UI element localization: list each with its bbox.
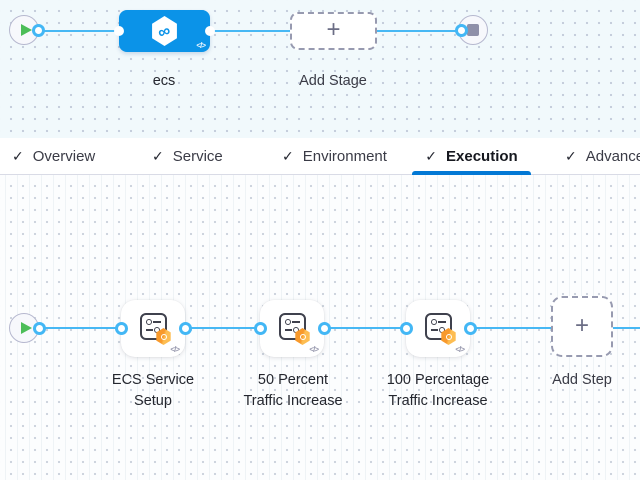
step-port[interactable]	[318, 322, 331, 335]
check-icon: ✓	[152, 147, 164, 164]
plus-icon: +	[326, 16, 341, 43]
step-port[interactable]	[115, 322, 128, 335]
tab-service[interactable]: ✓ Service	[152, 147, 223, 165]
stage-right-port[interactable]	[205, 26, 215, 36]
tab-environment[interactable]: ✓ Environment	[282, 147, 387, 165]
step-label: ECS Service Setup	[111, 372, 195, 409]
check-icon: ✓	[565, 147, 577, 164]
step-connector-line	[39, 327, 640, 329]
stage-config-tabbar: ✓ Overview ✓ Service ✓ Environment ✓ Exe…	[0, 138, 640, 175]
step-50-percent-traffic-increase[interactable]: </>	[260, 300, 324, 357]
step-port[interactable]	[400, 322, 413, 335]
stage-graph-canvas: ∞ </> ecs + Add Stage	[0, 0, 640, 138]
code-icon: </>	[309, 345, 319, 354]
code-icon: </>	[170, 345, 180, 354]
play-icon	[20, 24, 32, 36]
rollout-badge-icon	[156, 328, 171, 345]
code-icon: </>	[455, 345, 465, 354]
step-port[interactable]	[464, 322, 477, 335]
infinity-glyph: ∞	[155, 20, 174, 42]
add-step-label: Add Step	[552, 372, 612, 388]
tab-execution[interactable]: ✓ Execution	[412, 138, 531, 175]
stage-connector-line	[38, 30, 461, 32]
tab-advanced[interactable]: ✓ Advanced	[565, 147, 640, 165]
rollout-badge-icon	[295, 328, 310, 345]
step-label: 50 Percent Traffic Increase	[243, 372, 343, 409]
add-stage-label: Add Stage	[299, 73, 367, 89]
stage-left-port[interactable]	[114, 26, 124, 36]
step-label: 100 Percentage Traffic Increase	[386, 372, 490, 409]
deploy-stage-icon: ∞	[152, 16, 177, 46]
check-icon: ✓	[12, 147, 24, 164]
step-port[interactable]	[254, 322, 267, 335]
stop-icon	[467, 24, 479, 36]
play-icon	[20, 322, 32, 334]
start-node-port[interactable]	[33, 322, 46, 335]
active-tab-underline	[412, 171, 531, 175]
add-stage-button[interactable]: +	[290, 12, 377, 50]
stage-name-label: ecs	[152, 73, 176, 89]
stage-node-ecs[interactable]: ∞ </>	[114, 10, 215, 52]
start-node-port[interactable]	[32, 24, 45, 37]
execution-graph-canvas: </> ECS Service Setup </> 50 Percent Tra…	[0, 175, 640, 480]
step-100-percentage-traffic-increase[interactable]: </>	[406, 300, 470, 357]
step-settings-icon	[278, 313, 310, 345]
tab-overview[interactable]: ✓ Overview	[12, 147, 96, 165]
step-settings-icon	[139, 313, 171, 345]
add-step-button[interactable]: +	[551, 296, 613, 357]
rollout-badge-icon	[441, 328, 456, 345]
plus-icon: +	[574, 311, 589, 339]
step-ecs-service-setup[interactable]: </>	[121, 300, 185, 357]
code-icon: </>	[196, 41, 206, 50]
step-port[interactable]	[179, 322, 192, 335]
end-node-port[interactable]	[455, 24, 468, 37]
check-icon: ✓	[425, 147, 438, 164]
check-icon: ✓	[282, 147, 294, 164]
step-settings-icon	[424, 313, 456, 345]
